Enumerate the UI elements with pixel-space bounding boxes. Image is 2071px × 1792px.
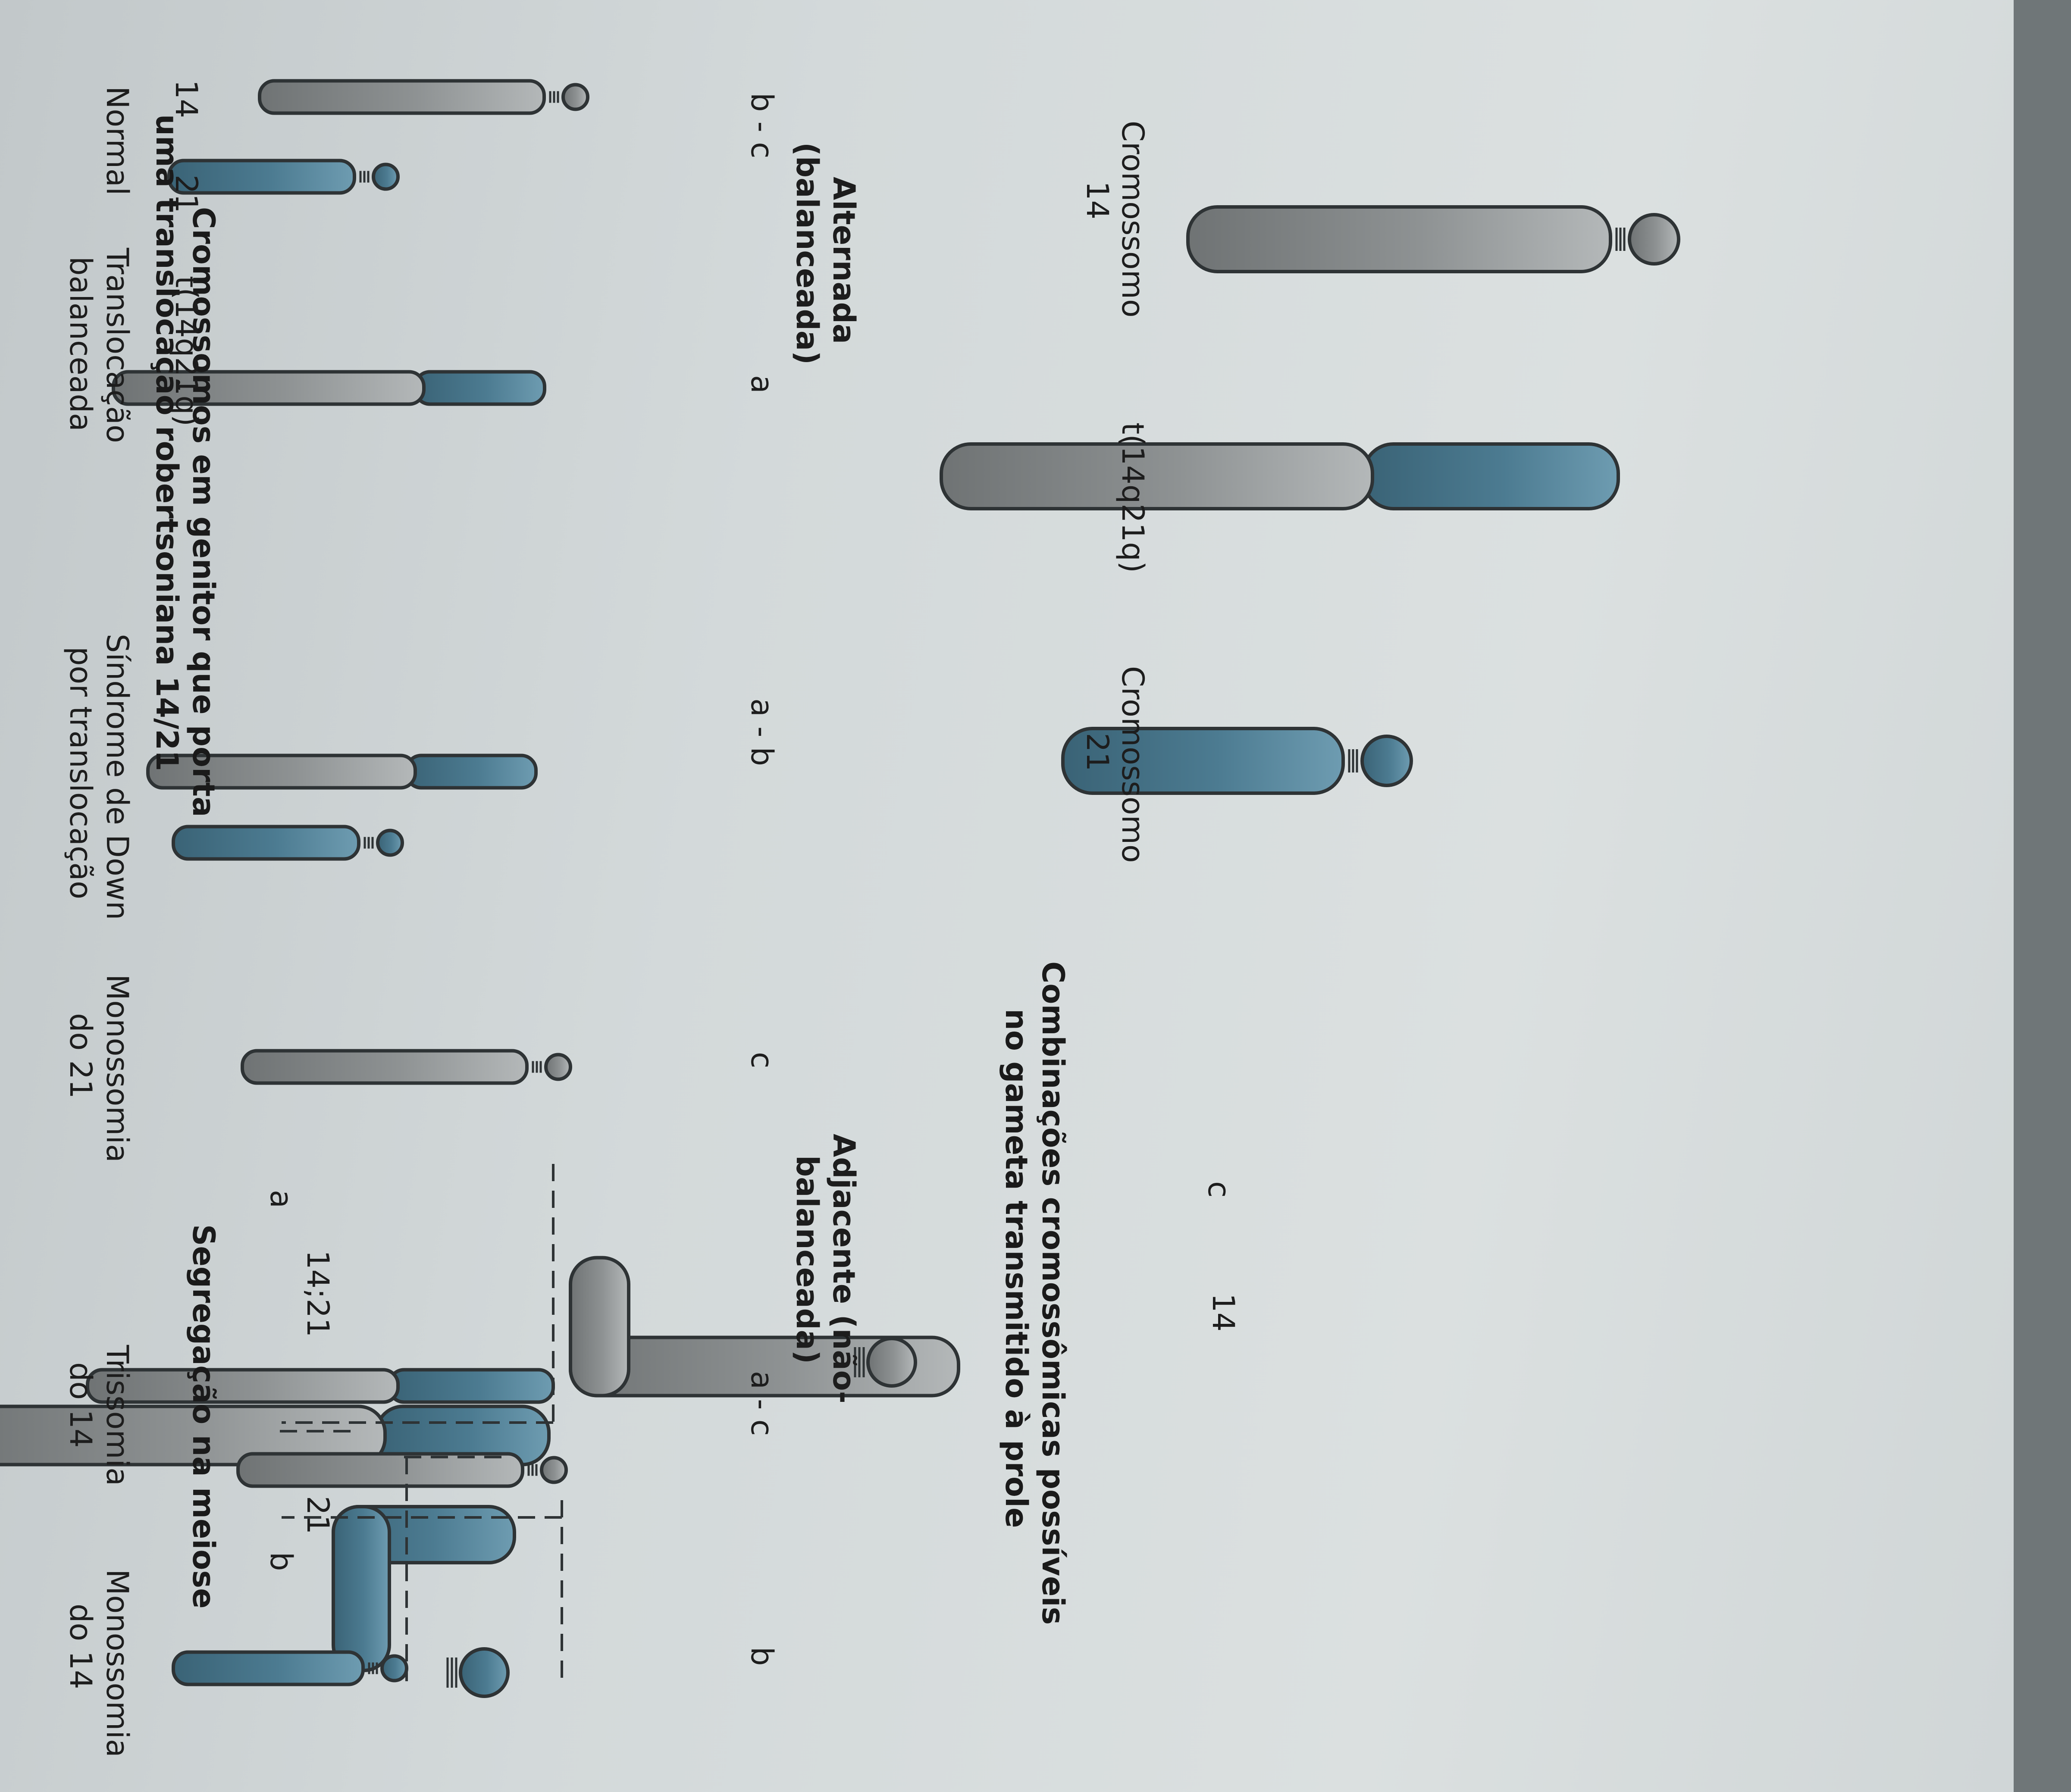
gamete-down-chromosome-21 [173,827,402,859]
gamete-code-5: a - c [744,1371,780,1436]
outcome-5-line-1: Trissomia [100,1345,135,1486]
combinations-title-line-1: Combinações cromossômicas possíveis [1035,961,1071,1625]
combinations-title-line-2: no gameta transmitido à prole [999,1009,1034,1528]
normal-label-21: 21 [169,175,204,213]
gamete-trisomy14-translocation [88,1370,553,1402]
chromosome-t14q21q-parent [941,444,1618,509]
alternate-heading-line-1: Alternada [826,177,862,344]
outcome-1-line-1: Normal [100,86,135,195]
outcome-2-line-1: Translocação [100,247,135,443]
outcome-2-line-2: balanceada [63,256,98,432]
outcome-3-line-1: Síndrome de Down [100,634,135,920]
normal-label-translocation: t(14q21q) [169,276,204,426]
adjacent-heading-line-2: balanceada) [790,1155,825,1364]
label-translocation: t(14q21q) [1115,422,1150,573]
outcome-3-line-2: por translocação [63,647,98,899]
diagram-title: Cromossomos em genitor que porta uma tra… [149,114,221,817]
gamete-code-6: b [744,1647,780,1666]
gamete-trisomy14-chromosome-14 [238,1454,566,1486]
outcome-4-line-1: Monossomia [100,974,135,1163]
meiosis-title: Segregação na meiose [186,1224,221,1609]
chromosome-14-parent [1188,207,1679,272]
meiosis-label-14-21: 14;21 [300,1250,335,1337]
meiosis-chromosome-21 [333,1507,514,1670]
label-chromosome-21-number: 21 [1080,733,1115,771]
outcome-4-line-2: do 21 [63,1013,98,1099]
gamete-code-4: c [744,1052,780,1069]
meiosis-label-c: c [1201,1181,1237,1198]
gamete-monosomy21-chromosome-14 [242,1051,570,1083]
label-chromosome-14-number: 14 [1080,181,1115,219]
outcome-5-line-2: do 14 [63,1362,98,1448]
outcome-6-line-2: do 14 [63,1604,98,1689]
gamete-code-2: a [744,375,780,394]
gamete-normal-chromosome-14 [260,81,588,113]
meiosis-label-a: a [263,1190,299,1208]
label-chromosome-14: Cromossomo [1115,121,1150,318]
normal-label-14: 14 [169,80,204,118]
adjacent-heading-line-1: Adjacente (não- [826,1134,862,1404]
label-chromosome-21: Cromossomo [1115,666,1150,863]
meiosis-label-21: 21 [300,1496,335,1534]
gamete-code-1: b - c [744,93,780,159]
meiosis-label-b: b [263,1552,299,1571]
alternate-heading-line-2: (balanceada) [790,142,825,365]
outcome-6-line-1: Monossomia [100,1569,135,1758]
gamete-code-3: a - b [744,698,780,766]
meiosis-label-14: 14 [1206,1293,1241,1332]
